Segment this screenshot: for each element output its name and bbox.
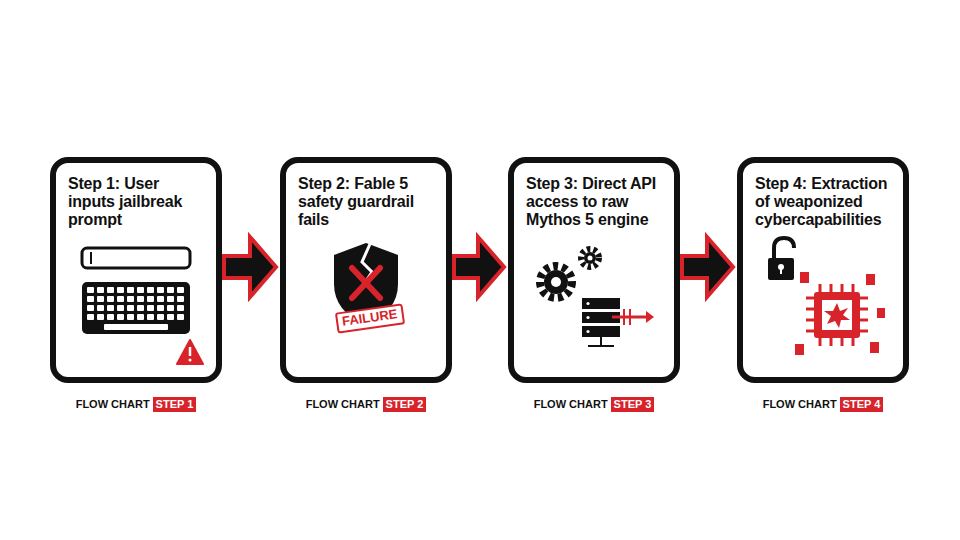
flow-arrow <box>224 237 276 297</box>
process-box: Step 1: User inputs jailbreak prompt <box>50 157 222 383</box>
step-tag: STEP 3 <box>611 397 655 412</box>
flow-chart-caption: FLOW CHART <box>534 397 608 411</box>
flow-chart-caption: FLOW CHART <box>763 397 837 411</box>
step-caption: FLOW CHARTSTEP 3 <box>508 397 680 412</box>
chip-icon <box>795 272 885 355</box>
lock-icon <box>768 238 794 280</box>
flow-arrow <box>682 237 733 297</box>
process-box: Step 3: Direct API access to raw Mythos … <box>508 157 680 383</box>
step-heading: Step 1: User inputs jailbreak prompt <box>68 175 204 229</box>
step-tag: STEP 2 <box>383 397 427 412</box>
process-box: Step 2: Fable 5 safety guardrail fails <box>280 157 452 383</box>
step-caption: FLOW CHARTSTEP 2 <box>280 397 452 412</box>
step-heading: Step 4: Extraction of weaponized cyberca… <box>755 175 891 229</box>
gears-icon <box>540 249 599 298</box>
step-caption: FLOW CHARTSTEP 1 <box>50 397 222 412</box>
flow-chart-caption: FLOW CHART <box>306 397 380 411</box>
flow-arrow <box>454 237 504 297</box>
step-caption: FLOW CHARTSTEP 4 <box>737 397 909 412</box>
server-icon <box>582 298 654 346</box>
step-heading: Step 2: Fable 5 safety guardrail fails <box>298 175 434 229</box>
warning-symbol <box>177 340 203 364</box>
step-tag: STEP 1 <box>153 397 197 412</box>
step-tag: STEP 4 <box>840 397 884 412</box>
step-heading: Step 3: Direct API access to raw Mythos … <box>526 175 662 229</box>
keyboard-icon <box>82 248 190 334</box>
flow-chart-caption: FLOW CHART <box>76 397 150 411</box>
process-box: Step 4: Extraction of weaponized cyberca… <box>737 157 909 383</box>
